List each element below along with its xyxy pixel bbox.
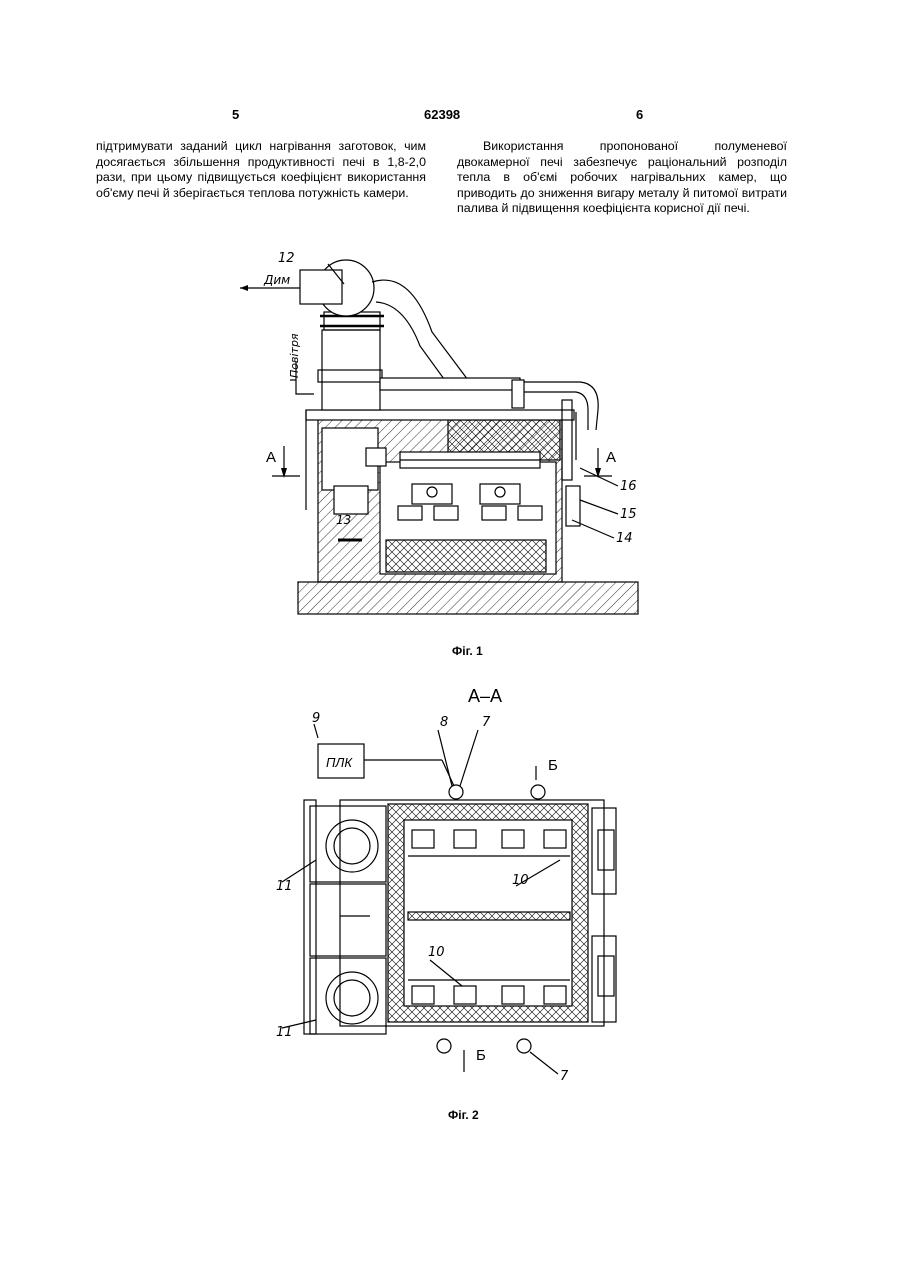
label-11-top: 11 (276, 879, 293, 894)
plc-label: ПЛК (326, 755, 353, 770)
figure-1-caption: Фіг. 1 (452, 644, 483, 658)
label-16: 16 (620, 479, 637, 494)
label-7-top: 7 (482, 715, 491, 730)
label-8: 8 (440, 715, 448, 730)
label-section-a-right: А (606, 449, 616, 466)
label-15: 15 (620, 507, 637, 522)
label-14: 14 (616, 531, 633, 546)
label-10-bottom: 10 (428, 945, 445, 960)
figure-1-drawing: 12 Дим Повітря А А 16 15 14 13 (0, 240, 901, 660)
page-number-left: 5 (232, 107, 239, 122)
label-12: 12 (278, 251, 295, 266)
label-air: Повітря (288, 333, 301, 378)
patent-number: 62398 (424, 107, 460, 122)
label-11-bottom: 11 (276, 1025, 293, 1040)
right-column: Використання пропонованої полуменевої дв… (457, 139, 787, 217)
label-section-a-left: А (266, 449, 276, 466)
label-10-top: 10 (512, 873, 529, 888)
section-title: А–А (468, 686, 502, 706)
page-number-right: 6 (636, 107, 643, 122)
left-column-text: підтримувати заданий цикл нагрівання заг… (96, 139, 426, 201)
label-7-bottom: 7 (560, 1069, 569, 1084)
figure-2-drawing: А–А (0, 680, 901, 1100)
label-section-b-bottom: Б (476, 1047, 486, 1064)
label-9: 9 (312, 711, 320, 726)
right-column-text: Використання пропонованої полуменевої дв… (457, 139, 787, 217)
label-section-b-top: Б (548, 757, 558, 774)
foundation (298, 582, 638, 614)
label-smoke: Дим (263, 273, 290, 287)
figure-2-caption: Фіг. 2 (448, 1108, 479, 1122)
left-column: підтримувати заданий цикл нагрівання заг… (96, 139, 426, 201)
label-13: 13 (336, 513, 351, 527)
